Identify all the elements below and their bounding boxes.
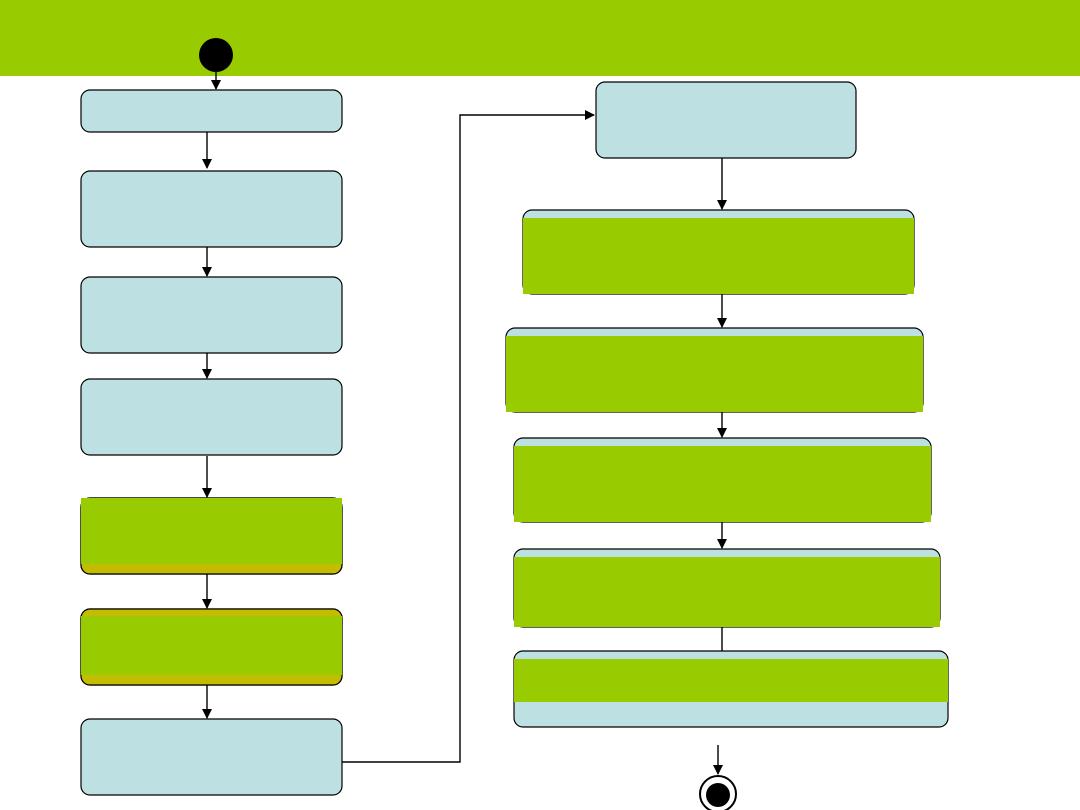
node-step-5 [80, 497, 343, 575]
node-step-13 [513, 650, 949, 728]
node-step-7 [80, 718, 343, 796]
node-box [595, 81, 857, 159]
highlight-fill [506, 336, 923, 412]
highlight-fill [514, 446, 931, 522]
highlight-fill [81, 498, 342, 564]
node-step-4 [80, 378, 343, 456]
node-step-9 [522, 209, 915, 295]
node-step-11 [513, 437, 932, 523]
node-step-6 [80, 608, 343, 686]
node-start [199, 38, 233, 72]
node-box [80, 89, 343, 133]
node-step-12 [513, 548, 941, 628]
highlight-fill [514, 557, 940, 627]
node-step-10 [505, 327, 924, 413]
node-step-8 [595, 81, 857, 159]
node-box [80, 170, 343, 248]
node-box [80, 718, 343, 796]
node-step-3 [80, 276, 343, 354]
node-box [80, 378, 343, 456]
highlight-fill [514, 659, 948, 702]
end-node-dot [706, 783, 730, 807]
node-step-2 [80, 170, 343, 248]
start-node [199, 38, 233, 72]
highlight-fill [523, 218, 914, 294]
connector-step-7-to-step-8 [342, 110, 595, 763]
node-step-1 [80, 89, 343, 133]
header-band [0, 0, 1080, 76]
highlight-fill [81, 616, 342, 675]
node-end [699, 775, 737, 810]
node-box [80, 276, 343, 354]
